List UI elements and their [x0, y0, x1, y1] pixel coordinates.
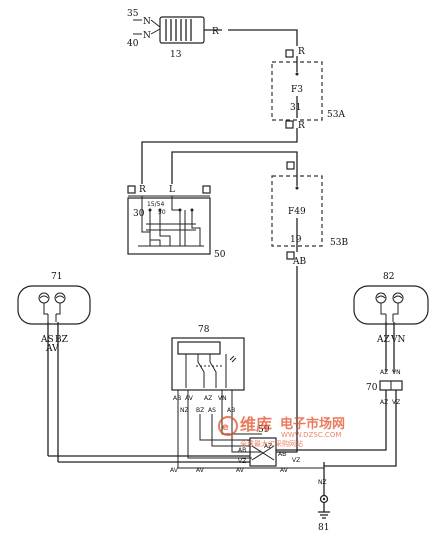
- label-70: 70: [366, 383, 378, 393]
- svg-text:e: e: [222, 422, 229, 433]
- label-bz-71: BZ: [55, 335, 68, 345]
- component-13-fins: [165, 19, 192, 41]
- label-f49: F49: [288, 207, 306, 217]
- relay-78-body: [171, 337, 245, 391]
- label-av-b2: AV: [196, 467, 205, 474]
- label-as-71: AS: [40, 335, 54, 345]
- label-19: 19: [290, 235, 302, 245]
- lamp-82-housing: [353, 285, 429, 325]
- label-40: 40: [127, 39, 139, 49]
- lamp-71: 71 AS BZ AV: [17, 272, 91, 462]
- watermark-title: 电子市场网: [280, 416, 345, 432]
- watermark-brand: 维库: [240, 415, 272, 434]
- label-ab-53b: AB: [292, 257, 306, 267]
- label-bz-78: BZ: [196, 407, 204, 414]
- label-ab-59a: AB: [238, 447, 246, 454]
- label-50: 50: [158, 209, 166, 216]
- component-13: 35 40 N N 13 R: [127, 9, 298, 60]
- label-30: 30: [133, 209, 145, 219]
- connector-h: [286, 161, 295, 170]
- label-av-78: AV: [185, 395, 194, 402]
- fuse-53a: R F3 31 53A R: [141, 47, 345, 184]
- switch-50-body: [127, 197, 211, 255]
- wire-13-to-53a: [204, 29, 298, 46]
- label-az-82: AZ: [376, 335, 390, 345]
- label-av-b3: AV: [236, 467, 245, 474]
- lamp-71-housing: [17, 285, 91, 325]
- label-82: 82: [383, 272, 394, 282]
- label-35: 35: [127, 9, 139, 19]
- watermark-sub: 全球最大IC采购网站: [240, 439, 303, 448]
- connector-a: [285, 120, 294, 129]
- label-l-50: L: [169, 185, 175, 195]
- label-nz-78: NZ: [180, 407, 189, 414]
- label-59: 59: [258, 425, 270, 435]
- label-n-bot: N: [143, 31, 151, 41]
- connector-b: [202, 185, 211, 194]
- watermark-logo-icon: [218, 416, 238, 436]
- label-vz-b: VZ: [292, 457, 300, 464]
- label-av-b4: AV: [280, 467, 289, 474]
- label-f3: F3: [291, 85, 303, 95]
- bottom-harness: AV AV AV AV VZ: [48, 455, 325, 488]
- wire-ab-feed: [276, 266, 298, 453]
- label-av-b1: AV: [170, 467, 179, 474]
- ground-icon: [318, 503, 330, 519]
- fuse-53b: F49 19 53B AB: [271, 161, 348, 453]
- label-as-78: AS: [208, 407, 216, 414]
- wire: [150, 28, 161, 35]
- label-13: 13: [170, 50, 182, 60]
- connector-59-body: [249, 437, 277, 467]
- label-nz-gnd: NZ: [318, 479, 327, 486]
- label-vn-82: VN: [390, 335, 405, 345]
- wire-50-to-53b: [171, 151, 298, 184]
- label-ab-78b: AB: [227, 407, 235, 414]
- label-az-70a: AZ: [380, 369, 388, 376]
- label-ab-59b: AB: [278, 451, 286, 458]
- label-r-50: R: [139, 185, 146, 195]
- watermark-url: WWW.DZSC.COM: [281, 431, 341, 439]
- ground-81: NZ 81: [318, 479, 330, 533]
- label-78: 78: [198, 325, 210, 335]
- label-31: 31: [290, 103, 301, 113]
- label-53a: 53A: [327, 110, 345, 120]
- wire-53a-to-50: [141, 128, 298, 184]
- label-c50: 50: [214, 250, 226, 260]
- label-71: 71: [51, 272, 62, 282]
- label-r-13: R: [212, 27, 219, 37]
- lamp-82: 82 AZ VN: [353, 272, 429, 372]
- relay-78-top: [177, 341, 221, 355]
- relay-78: 78 AB AV AZ VN NZ BZ AS AB: [171, 325, 324, 469]
- label-n-top: N: [143, 17, 151, 27]
- connector-a2: [127, 185, 136, 194]
- label-81: 81: [318, 523, 329, 533]
- watermark: e 维库 电子市场网 WWW.DZSC.COM 全球最大IC采购网站: [218, 415, 345, 448]
- label-az-59: AZ: [264, 443, 272, 450]
- label-53b: 53B: [330, 238, 348, 248]
- relay-78-contacts: [185, 354, 237, 388]
- connector-70: AZ VN 70 AZ VZ: [276, 369, 403, 467]
- label-ab-78: AB: [173, 395, 181, 402]
- label-av-71: AV: [45, 344, 59, 354]
- label-vn-70: VN: [392, 369, 401, 376]
- label-r-53a-bot: R: [298, 121, 305, 131]
- label-az-70b: AZ: [380, 399, 388, 406]
- label-15-54: 15/54: [147, 201, 164, 208]
- ground-terminal-icon: [319, 494, 329, 504]
- label-r-53a-top: R: [298, 47, 305, 57]
- connector-e: [285, 49, 294, 58]
- switch-50-contacts: [138, 196, 204, 247]
- wire: [150, 19, 161, 28]
- switch-50: R L 15/54 30 50 50: [127, 151, 298, 260]
- connector-d: [286, 251, 295, 260]
- label-az-78: AZ: [204, 395, 212, 402]
